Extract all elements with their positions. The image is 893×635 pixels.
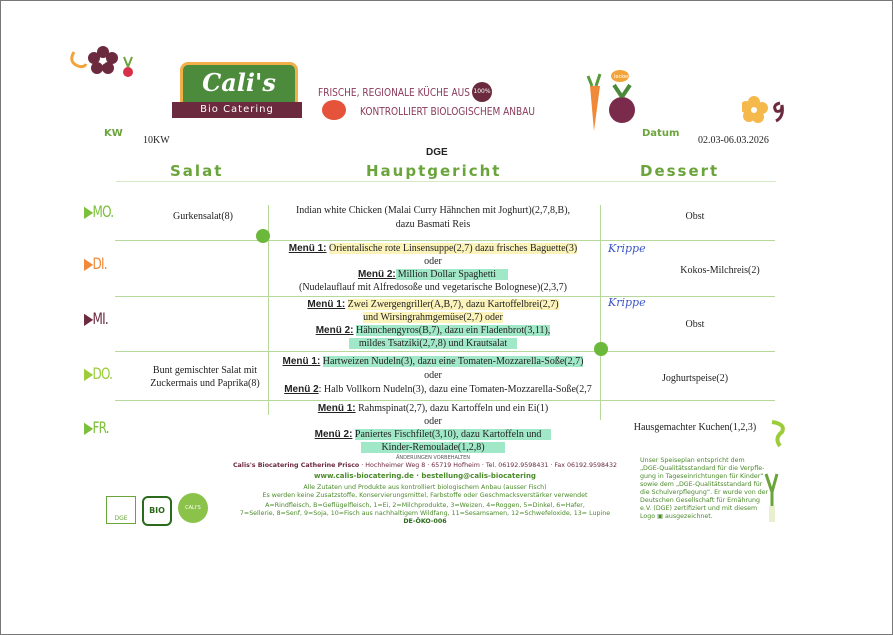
speech-bubble: lecker (614, 74, 630, 80)
salat-mo: Gurkensalat(8) (173, 211, 233, 222)
dessert-do: Joghurtspeise(2) (661, 373, 729, 384)
main-mi-line2: und Wirsingrahmgemüse(2,7) oder (363, 312, 503, 323)
grid-line (115, 351, 775, 352)
day-label-mo: ▶MO. (84, 202, 114, 221)
main-di-or: oder (424, 256, 442, 267)
main-do-menu2: Menü 2: Halb Vollkorn Nudeln(3), dazu ei… (284, 384, 592, 395)
footer-allergens1: A=Rindfleisch, B=Geflügelfleisch, 1=Ei, … (265, 502, 585, 509)
clover-icon (594, 342, 608, 356)
grid-line (600, 205, 601, 420)
flower-decoration-icon (70, 46, 133, 77)
main-mo-line2: dazu Basmati Reis (395, 219, 471, 230)
main-do-or: oder (424, 370, 442, 381)
salat-do-line2: Zuckermais und Paprika(8) (150, 378, 260, 389)
footer-eco-code: DE-ÖKO-006 (403, 518, 447, 525)
date-value: 02.03-06.03.2026 (698, 135, 769, 146)
dge-certification-text: Unser Speiseplan entspricht dem „DGE-Qua… (640, 457, 769, 520)
day-label-fr: ▶FR. (84, 418, 110, 437)
slogan-line2: KONTROLLIERT BIOLOGISCHEM ANBAU (360, 105, 535, 118)
main-fr-line4: Kinder-Remoulade(1,2,8) (268, 441, 598, 454)
badge-100-percent: 100% (472, 82, 492, 102)
grid-line (115, 240, 775, 241)
main-fr-menu1: Menü 1: Rahmspinat(2,7), dazu Kartoffeln… (317, 403, 549, 414)
main-mi-line4: mildes Tsatziki(2,7,8) und Krautsalat (268, 337, 598, 350)
column-header-dessert: Dessert (640, 162, 720, 180)
main-do-menu1: Menü 1: Hartweizen Nudeln(3), dazu eine … (282, 356, 584, 367)
main-di-menu1: Menü 1: Orientalische rote Linsensuppe(2… (288, 243, 578, 254)
vegetable-characters-icon: lecker (586, 70, 635, 131)
main-di-menu2: Menü 2:Million Dollar Spaghetti (268, 268, 598, 281)
footer-web: www.calis-biocatering.de · bestellung@ca… (314, 472, 536, 480)
day-label-di: ▶DI. (84, 254, 108, 273)
footer-address: Calis's Biocatering Catherine Prisco · H… (232, 462, 618, 469)
footer-info2: Es werden keine Zusatzstoffe, Konservier… (262, 492, 588, 499)
main-mi-menu2: Menü 2: Hähnchengyros(B,7), dazu ein Fla… (315, 325, 551, 336)
main-mi-menu1: Menü 1: Zwei Zwergengriller(A,B,7), dazu… (307, 299, 559, 310)
calis-logo: Cali's Bio Catering (172, 60, 302, 130)
column-header-hauptgericht: Hauptgericht (366, 162, 502, 180)
kw-label: KW (104, 128, 123, 139)
column-header-salat: Salat (170, 162, 224, 180)
dessert-fr: Hausgemachter Kuchen(1,2,3) (633, 422, 757, 433)
grid-line (115, 400, 775, 401)
clover-icon (256, 229, 270, 243)
main-fr-menu2: Menü 2: Paniertes Fischfilet(3,10), dazu… (268, 428, 598, 441)
handwritten-note-mi: Krippe (608, 296, 646, 309)
dessert-mi: Obst (685, 319, 705, 330)
kw-value: 10KW (143, 135, 170, 146)
handwritten-note-di: Krippe (608, 242, 646, 255)
swirl-decoration-icon (771, 420, 785, 448)
main-mo-line1: Indian white Chicken (Malai Curry Hähnch… (295, 205, 571, 216)
day-label-mi: ▶MI. (84, 309, 109, 328)
grid-line (268, 205, 269, 415)
flower-swirl-icon (742, 96, 784, 123)
footer-info1: Alle Zutaten und Produkte aus kontrollie… (303, 484, 547, 491)
calis-seal-logo: CALI'S (178, 493, 208, 523)
bio-logo: BIO (142, 496, 172, 526)
footer-allergens2: 7=Sellerie, 8=Senf, 9=Soja, 10=Fisch aus… (239, 510, 611, 517)
overprint-text: ÄNDERUNGEN VORBEHALTEN (396, 455, 470, 461)
dessert-di: Kokos-Milchreis(2) (680, 265, 760, 276)
dge-label: DGE (426, 147, 448, 158)
main-fr-or: oder (424, 416, 442, 427)
leek-icon (764, 473, 779, 522)
slogan-line1: FRISCHE, REGIONALE KÜCHE AUS (318, 86, 471, 99)
date-label: Datum (642, 128, 680, 139)
main-di-line4: (Nudelauflauf mit Alfredosoße und vegeta… (299, 282, 567, 293)
dessert-mo: Obst (685, 211, 705, 222)
tomato-icon (322, 100, 346, 120)
salat-do-line1: Bunt gemischter Salat mit (152, 365, 258, 376)
dge-logo: DGE (106, 496, 136, 524)
day-label-do: ▶DO. (84, 364, 113, 383)
grid-line (115, 296, 775, 297)
